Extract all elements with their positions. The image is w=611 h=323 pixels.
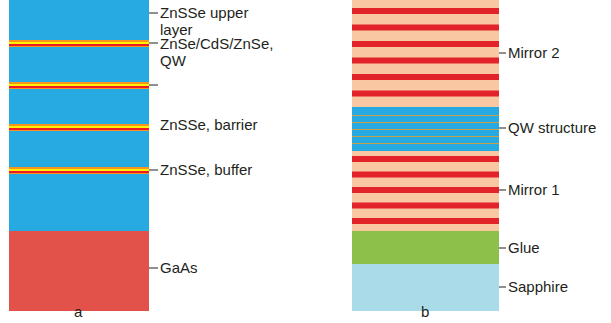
- layer-label: Mirror 2: [508, 44, 560, 61]
- layer-label: ZnSSe, barrier: [160, 116, 258, 133]
- stack-a: [9, 0, 149, 311]
- panel-letter: a: [74, 303, 82, 320]
- leader-lines: [149, 13, 506, 287]
- layer-label: ZnSSe, buffer: [160, 161, 252, 178]
- panel-letter: b: [421, 303, 429, 320]
- layer-label: GaAs: [160, 259, 198, 276]
- layer-label: QW structure: [508, 119, 596, 136]
- layer-label: Glue: [508, 239, 540, 256]
- layer-label: Mirror 1: [508, 181, 560, 198]
- layer-label: ZnSe/CdS/ZnSe, QW: [160, 35, 285, 69]
- layer-label: Sapphire: [508, 278, 568, 295]
- stack-b: [352, 0, 499, 311]
- layer-label: ZnSSe upper layer: [160, 4, 280, 38]
